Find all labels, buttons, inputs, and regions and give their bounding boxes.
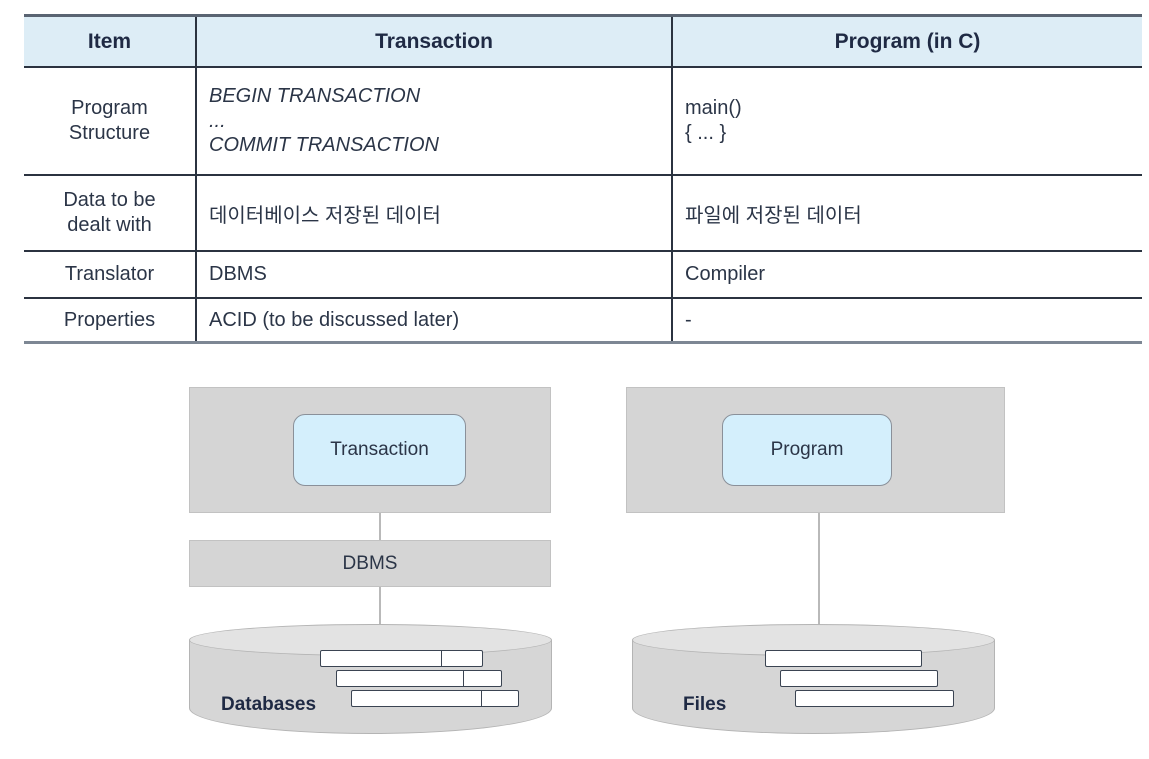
table-header: Item Transaction Program (in C) [24,14,1142,68]
column-header-transaction: Transaction [195,14,672,68]
bar-divider [441,650,442,667]
cell-program-properties: - [672,298,1142,344]
file-stack [632,624,995,736]
file-bar [765,650,922,667]
table-row: Properties ACID (to be discussed later) … [24,298,1142,344]
bar-divider [481,690,482,707]
column-header-item: Item [24,14,196,68]
cell-transaction-translator: DBMS [196,251,673,299]
connector-transaction-to-dbms [379,513,381,540]
cell-transaction-data: 데이터베이스 저장된 데이터 [196,175,673,252]
table-row: Data to be dealt with 데이터베이스 저장된 데이터 파일에… [24,175,1142,252]
column-header-program: Program (in C) [671,14,1142,68]
file-bar [795,690,954,707]
database-table-bar [320,650,483,667]
connector-dbms-to-databases [379,587,381,627]
table-row: Program Structure BEGIN TRANSACTION ... … [24,67,1142,176]
row-label-translator: Translator [24,251,197,299]
database-table-stack [189,624,552,736]
cell-transaction-properties: ACID (to be discussed later) [196,298,673,344]
program-node: Program [722,414,892,486]
connector-program-to-files [818,513,820,627]
transaction-node: Transaction [293,414,466,486]
bar-divider [463,670,464,687]
cell-program-translator: Compiler [672,251,1142,299]
files-label: Files [683,694,727,715]
database-table-bar [336,670,502,687]
database-table-bar [351,690,519,707]
cell-program-program-structure: main() { ... } [672,67,1142,176]
files-cylinder-icon: Files [632,624,995,736]
dbms-label: DBMS [342,552,398,574]
row-label-program-structure: Program Structure [24,67,197,176]
file-bar [780,670,938,687]
table-header-row: Item Transaction Program (in C) [24,14,1142,68]
databases-cylinder-icon: Databases [189,624,552,736]
row-label-data-to-be-dealt-with: Data to be dealt with [24,175,197,252]
dbms-layer: DBMS [189,540,551,587]
table-body: Program Structure BEGIN TRANSACTION ... … [24,67,1142,344]
cell-transaction-program-structure: BEGIN TRANSACTION ... COMMIT TRANSACTION [196,67,673,176]
architecture-diagram: Transaction DBMS Program [0,352,1149,759]
databases-label: Databases [221,694,317,715]
row-label-properties: Properties [24,298,197,344]
comparison-table: Item Transaction Program (in C) Program … [24,14,1142,344]
table-row: Translator DBMS Compiler [24,251,1142,299]
cell-program-data: 파일에 저장된 데이터 [672,175,1142,252]
